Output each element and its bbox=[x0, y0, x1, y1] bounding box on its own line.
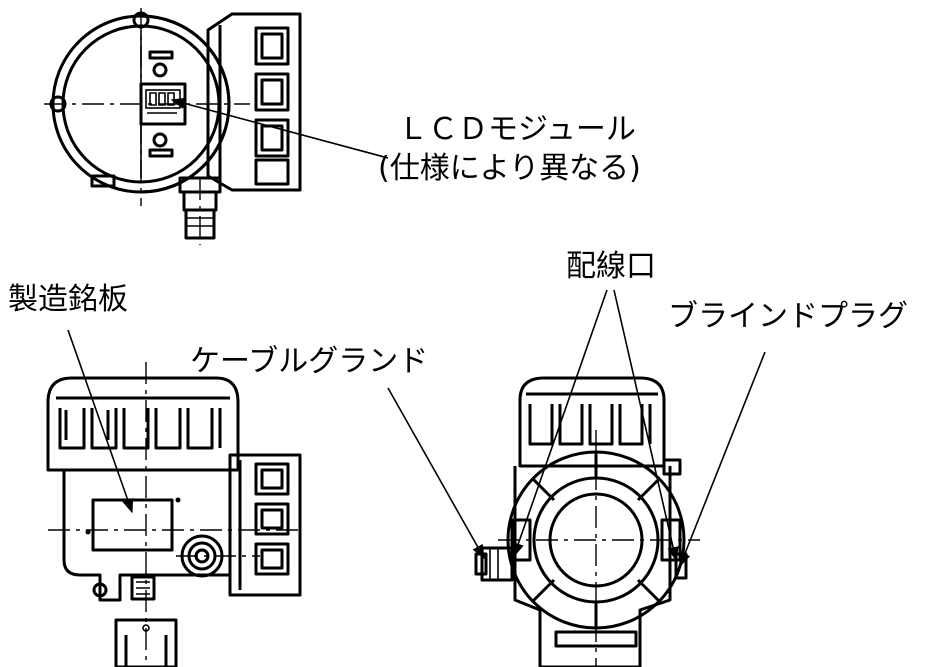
wiring-port-label: 配線口 bbox=[566, 249, 656, 284]
rear-view bbox=[387, 289, 766, 667]
blind-plug-label: ブラインドプラグ bbox=[668, 299, 908, 334]
top-view-side-housing bbox=[206, 12, 302, 192]
wiring-port-leader-left bbox=[512, 289, 608, 558]
lcd-module-label: ＬＣＤモジュール bbox=[398, 112, 636, 147]
blind-plug-leader bbox=[679, 351, 766, 568]
top-view-cable-gland bbox=[178, 176, 222, 240]
lcd-note-label: (仕様により異なる) bbox=[378, 151, 641, 186]
cable-gland-label: ケーブルグランド bbox=[190, 344, 429, 379]
nameplate-label: 製造銘板 bbox=[8, 282, 128, 317]
side-view bbox=[46, 329, 302, 667]
lcd-leader-arrow bbox=[170, 97, 389, 159]
nameplate-leader-arrow bbox=[67, 329, 134, 514]
nameplate-plate bbox=[91, 498, 174, 552]
top-view bbox=[44, 8, 389, 245]
cable-gland-leader bbox=[387, 387, 485, 560]
wiring-port-leader-right bbox=[613, 289, 679, 562]
